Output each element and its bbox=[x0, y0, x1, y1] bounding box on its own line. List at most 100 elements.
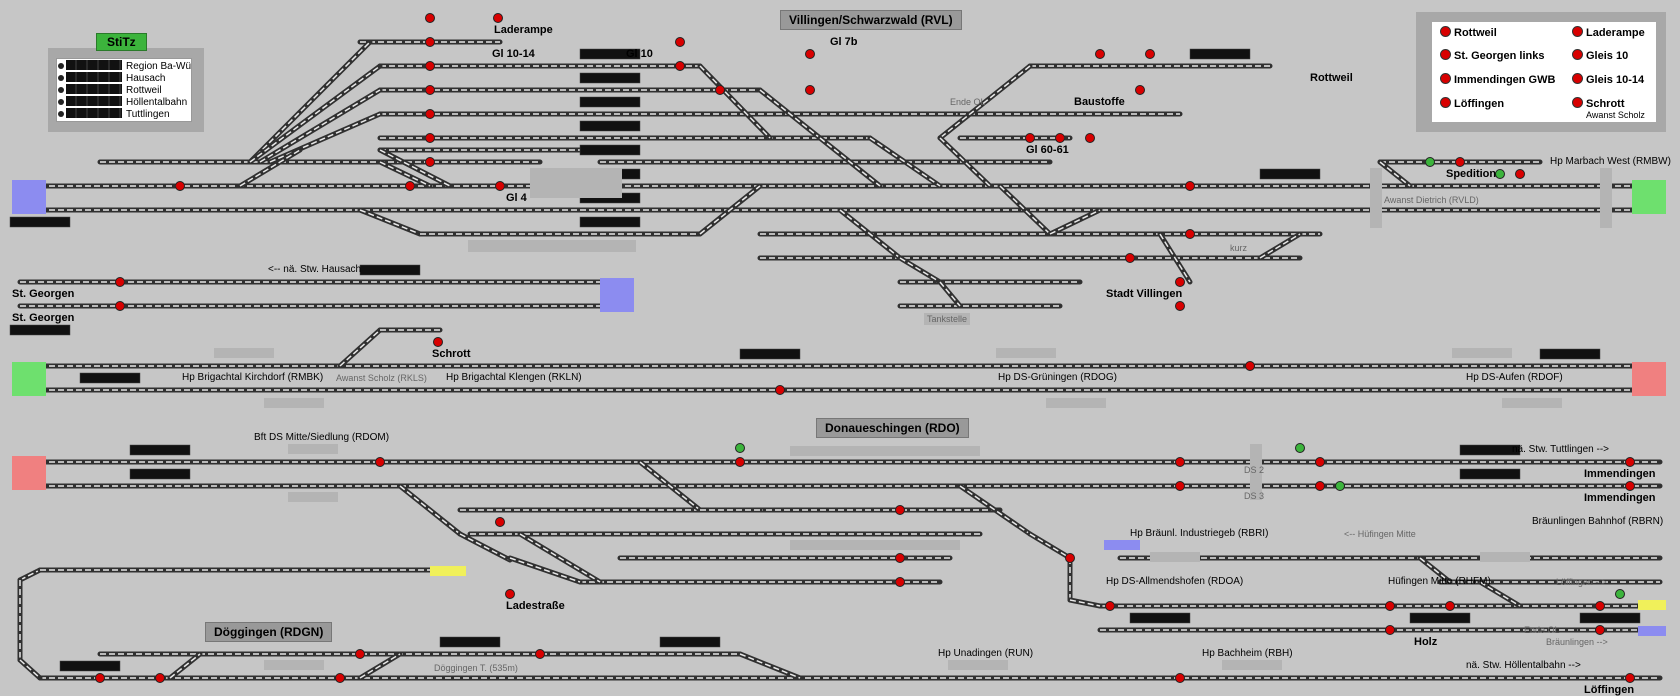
train-number-field[interactable] bbox=[1459, 468, 1521, 480]
signal-icon[interactable] bbox=[493, 13, 503, 23]
zone-green[interactable] bbox=[12, 362, 46, 396]
signal-icon[interactable] bbox=[675, 37, 685, 47]
signal-icon[interactable] bbox=[1175, 673, 1185, 683]
track-segment[interactable] bbox=[337, 327, 383, 369]
signal-icon[interactable] bbox=[1385, 625, 1395, 635]
signal-icon[interactable] bbox=[1105, 601, 1115, 611]
signal-icon[interactable] bbox=[805, 85, 815, 95]
zone-blue[interactable] bbox=[1104, 540, 1140, 550]
signal-icon[interactable] bbox=[1315, 457, 1325, 467]
signal-icon[interactable] bbox=[1335, 481, 1345, 491]
signal-icon[interactable] bbox=[1185, 181, 1195, 191]
train-number-field[interactable] bbox=[1539, 348, 1601, 360]
signal-icon[interactable] bbox=[1385, 601, 1395, 611]
signal-icon[interactable] bbox=[425, 37, 435, 47]
signal-icon[interactable] bbox=[1445, 601, 1455, 611]
legend-loeffingen[interactable]: Löffingen bbox=[1440, 97, 1504, 110]
train-number-field[interactable] bbox=[579, 120, 641, 132]
train-number-field[interactable] bbox=[579, 144, 641, 156]
signal-icon[interactable] bbox=[425, 157, 435, 167]
signal-icon[interactable] bbox=[1315, 481, 1325, 491]
legend-stgeorgen[interactable]: St. Georgen links bbox=[1440, 49, 1544, 62]
signal-icon[interactable] bbox=[775, 385, 785, 395]
signal-icon[interactable] bbox=[115, 277, 125, 287]
signal-icon[interactable] bbox=[1515, 169, 1525, 179]
zone-blue[interactable] bbox=[1638, 626, 1666, 636]
signal-icon[interactable] bbox=[1055, 133, 1065, 143]
zone-red[interactable] bbox=[12, 456, 46, 490]
signal-icon[interactable] bbox=[495, 181, 505, 191]
train-number-field[interactable] bbox=[579, 48, 641, 60]
signal-icon[interactable] bbox=[805, 49, 815, 59]
legend-schrott[interactable]: Schrott bbox=[1572, 97, 1625, 110]
signal-icon[interactable] bbox=[375, 457, 385, 467]
signal-icon[interactable] bbox=[1495, 169, 1505, 179]
signal-icon[interactable] bbox=[95, 673, 105, 683]
signal-icon[interactable] bbox=[1125, 253, 1135, 263]
signal-icon[interactable] bbox=[1095, 49, 1105, 59]
signal-icon[interactable] bbox=[675, 61, 685, 71]
signal-icon[interactable] bbox=[355, 649, 365, 659]
stitz-row[interactable]: Hausach bbox=[58, 72, 165, 84]
signal-icon[interactable] bbox=[1175, 277, 1185, 287]
signal-icon[interactable] bbox=[1295, 443, 1305, 453]
signal-icon[interactable] bbox=[1145, 49, 1155, 59]
train-number-field[interactable] bbox=[579, 216, 641, 228]
train-number-field[interactable] bbox=[659, 636, 721, 648]
train-number-field[interactable] bbox=[1459, 444, 1521, 456]
signal-icon[interactable] bbox=[1625, 457, 1635, 467]
signal-icon[interactable] bbox=[1455, 157, 1465, 167]
signal-icon[interactable] bbox=[1595, 601, 1605, 611]
signal-icon[interactable] bbox=[1625, 481, 1635, 491]
signal-icon[interactable] bbox=[425, 13, 435, 23]
signal-icon[interactable] bbox=[895, 505, 905, 515]
legend-laderampe[interactable]: Laderampe bbox=[1572, 26, 1645, 39]
train-number-field[interactable] bbox=[59, 660, 121, 672]
signal-icon[interactable] bbox=[425, 61, 435, 71]
train-number-field[interactable] bbox=[9, 216, 71, 228]
train-number-field[interactable] bbox=[439, 636, 501, 648]
train-number-field[interactable] bbox=[1189, 48, 1251, 60]
signal-icon[interactable] bbox=[1595, 625, 1605, 635]
signal-icon[interactable] bbox=[505, 589, 515, 599]
train-number-field[interactable] bbox=[1259, 168, 1321, 180]
signal-icon[interactable] bbox=[1085, 133, 1095, 143]
train-number-field[interactable] bbox=[739, 348, 801, 360]
legend-gleis1014[interactable]: Gleis 10-14 bbox=[1572, 73, 1644, 86]
signal-icon[interactable] bbox=[405, 181, 415, 191]
signal-icon[interactable] bbox=[115, 301, 125, 311]
signal-icon[interactable] bbox=[175, 181, 185, 191]
legend-gleis10[interactable]: Gleis 10 bbox=[1572, 49, 1628, 62]
train-number-field[interactable] bbox=[579, 96, 641, 108]
train-number-field[interactable] bbox=[1409, 612, 1471, 624]
stitz-row[interactable]: Rottweil bbox=[58, 84, 162, 96]
zone-red[interactable] bbox=[1632, 362, 1666, 396]
signal-icon[interactable] bbox=[433, 337, 443, 347]
track-segment[interactable] bbox=[247, 63, 383, 165]
train-number-field[interactable] bbox=[1579, 612, 1641, 624]
stitz-row[interactable]: Region Ba-Wü bbox=[58, 60, 191, 72]
signal-icon[interactable] bbox=[895, 553, 905, 563]
signal-icon[interactable] bbox=[535, 649, 545, 659]
signal-icon[interactable] bbox=[1175, 481, 1185, 491]
stitz-title[interactable]: StiTz bbox=[96, 33, 147, 51]
signal-icon[interactable] bbox=[1615, 589, 1625, 599]
legend-rottweil[interactable]: Rottweil bbox=[1440, 26, 1497, 39]
signal-icon[interactable] bbox=[1625, 673, 1635, 683]
signal-icon[interactable] bbox=[425, 133, 435, 143]
signal-icon[interactable] bbox=[495, 517, 505, 527]
signal-icon[interactable] bbox=[155, 673, 165, 683]
legend-immendingen[interactable]: Immendingen GWB bbox=[1440, 73, 1555, 86]
signal-icon[interactable] bbox=[335, 673, 345, 683]
signal-icon[interactable] bbox=[1185, 229, 1195, 239]
signal-icon[interactable] bbox=[1175, 457, 1185, 467]
signal-icon[interactable] bbox=[1245, 361, 1255, 371]
zone-blue[interactable] bbox=[600, 278, 634, 312]
stitz-row[interactable]: Tuttlingen bbox=[58, 108, 170, 120]
signal-icon[interactable] bbox=[1425, 157, 1435, 167]
signal-icon[interactable] bbox=[1135, 85, 1145, 95]
signal-icon[interactable] bbox=[1025, 133, 1035, 143]
zone-yellow[interactable] bbox=[430, 566, 466, 576]
zone-yellow[interactable] bbox=[1638, 600, 1666, 610]
signal-icon[interactable] bbox=[425, 109, 435, 119]
